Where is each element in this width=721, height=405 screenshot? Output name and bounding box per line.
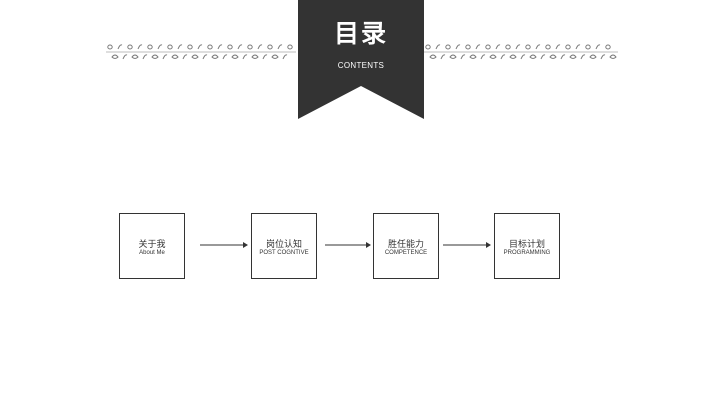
step-about-me[interactable]: 关于我 About Me — [119, 213, 185, 279]
step-en-label: About Me — [139, 250, 165, 256]
page-subtitle: CONTENTS — [337, 61, 385, 70]
step-en-label: POST COGNTIVE — [259, 250, 309, 256]
right-arrow-icon — [200, 242, 248, 248]
step-cn-label: 关于我 — [138, 240, 166, 250]
step-en-label: PROGRAMMING — [503, 250, 551, 256]
left-ornament-divider — [106, 44, 296, 60]
right-arrow-icon — [325, 242, 371, 248]
contents-banner: 目录 CONTENTS — [298, 0, 424, 119]
step-cn-label: 岗位认知 — [265, 240, 302, 250]
step-competence[interactable]: 胜任能力 COMPETENCE — [373, 213, 439, 279]
step-programming[interactable]: 目标计划 PROGRAMMING — [494, 213, 560, 279]
banner-shape — [298, 0, 424, 119]
step-post-cognitive[interactable]: 岗位认知 POST COGNTIVE — [251, 213, 317, 279]
right-ornament-divider — [424, 44, 618, 60]
step-cn-label: 胜任能力 — [387, 240, 424, 250]
step-en-label: COMPETENCE — [384, 250, 428, 256]
page-title: 目录 — [333, 19, 388, 48]
step-cn-label: 目标计划 — [508, 240, 545, 250]
right-arrow-icon — [443, 242, 491, 248]
